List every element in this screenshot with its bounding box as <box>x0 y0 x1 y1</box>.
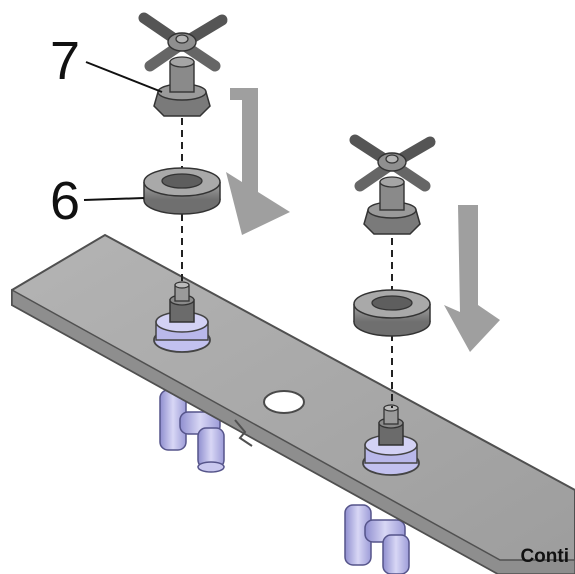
right-valve-base <box>362 404 420 476</box>
callout-label-6: 6 <box>50 171 81 231</box>
callout-6-leader <box>83 197 145 201</box>
left-under-fitting <box>159 389 225 473</box>
left-valve-base <box>153 281 211 353</box>
right-cross-handle <box>349 134 436 235</box>
deck-plate <box>11 233 575 574</box>
left-cross-handle <box>138 12 228 117</box>
callout-label-7: 7 <box>50 31 81 91</box>
deck-hole <box>263 390 305 414</box>
right-under-fitting <box>344 504 410 574</box>
right-down-arrow <box>444 205 500 352</box>
callout-7-leader <box>85 61 163 93</box>
left-flange-ring <box>143 167 221 215</box>
right-flange-ring <box>353 289 431 337</box>
continue-label: Conti <box>520 546 569 567</box>
left-down-arrow <box>226 88 290 235</box>
